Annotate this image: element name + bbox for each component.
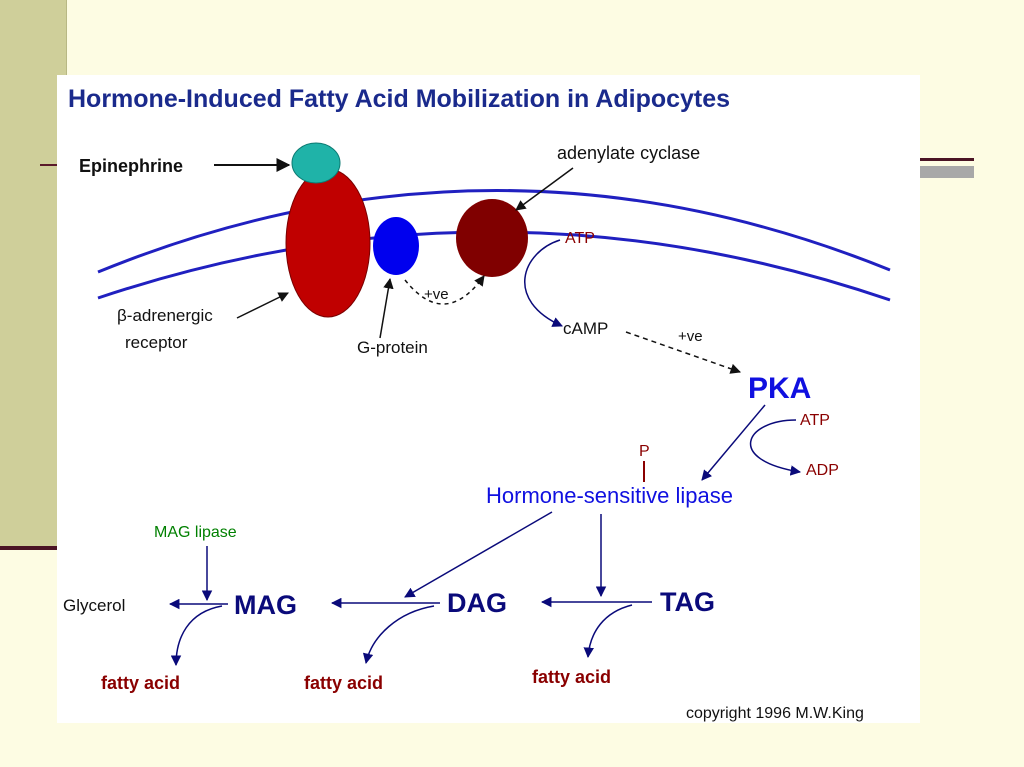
adenylate-cyclase-shape — [456, 199, 528, 277]
atp-top-label: ATP — [565, 230, 595, 247]
pka-to-hsl-arrow — [701, 404, 766, 481]
dag-label: DAG — [447, 588, 507, 618]
copyright-label: copyright 1996 M.W.King — [686, 705, 864, 722]
membrane-outer — [97, 189, 891, 274]
g-protein-to-cyclase-dashed — [404, 275, 485, 305]
mag-label: MAG — [234, 590, 297, 620]
mag-fatty-acid-arrow — [170, 605, 223, 667]
hormone-sensitive-lipase-label: Hormone-sensitive lipase — [486, 483, 733, 508]
g-protein-label: G-protein — [357, 338, 428, 357]
tag-label: TAG — [660, 587, 715, 617]
atp-pka-label: ATP — [800, 412, 830, 429]
atp-to-adp-arrow — [750, 419, 802, 476]
ve-label-1: +ve — [424, 286, 449, 303]
diagram-title: Hormone-Induced Fatty Acid Mobilization … — [68, 85, 730, 113]
phosphate-label: P — [639, 443, 650, 460]
ve-label-2: +ve — [678, 328, 703, 345]
left-rule-top — [40, 164, 66, 166]
fatty-acid-label-2: fatty acid — [304, 673, 383, 693]
receptor-arrow — [236, 292, 289, 319]
dag-fatty-acid-arrow — [362, 605, 435, 665]
adenylate-cyclase-label: adenylate cyclase — [557, 143, 700, 163]
receptor-label-line2: receptor — [125, 333, 188, 352]
tag-fatty-acid-arrow — [583, 604, 633, 659]
camp-to-pka-dashed — [625, 331, 741, 374]
mag-lipase-label: MAG lipase — [154, 524, 237, 541]
pathway-diagram: Hormone-Induced Fatty Acid Mobilization … — [63, 85, 891, 722]
fatty-acid-label-3: fatty acid — [532, 667, 611, 687]
epinephrine-shape — [291, 142, 341, 184]
beta-adrenergic-receptor-shape — [285, 168, 371, 318]
atp-to-camp-arrow — [524, 239, 563, 327]
right-rule-gray — [920, 166, 974, 178]
right-rule-dark — [920, 158, 974, 161]
receptor-label-line1: β-adrenergic — [117, 306, 213, 325]
glycerol-label: Glycerol — [63, 596, 125, 615]
g-protein-arrow — [379, 277, 394, 339]
pka-label: PKA — [748, 372, 811, 405]
fatty-acid-label-1: fatty acid — [101, 673, 180, 693]
camp-label: cAMP — [563, 319, 608, 338]
adenylate-cyclase-arrow — [515, 167, 574, 211]
g-protein-shape — [373, 217, 419, 275]
hsl-to-mag-arrow — [404, 511, 553, 598]
diagram-panel: Hormone-Induced Fatty Acid Mobilization … — [57, 75, 920, 723]
adp-label: ADP — [806, 462, 839, 479]
left-rule-bottom — [0, 546, 60, 550]
epinephrine-label: Epinephrine — [79, 156, 183, 176]
